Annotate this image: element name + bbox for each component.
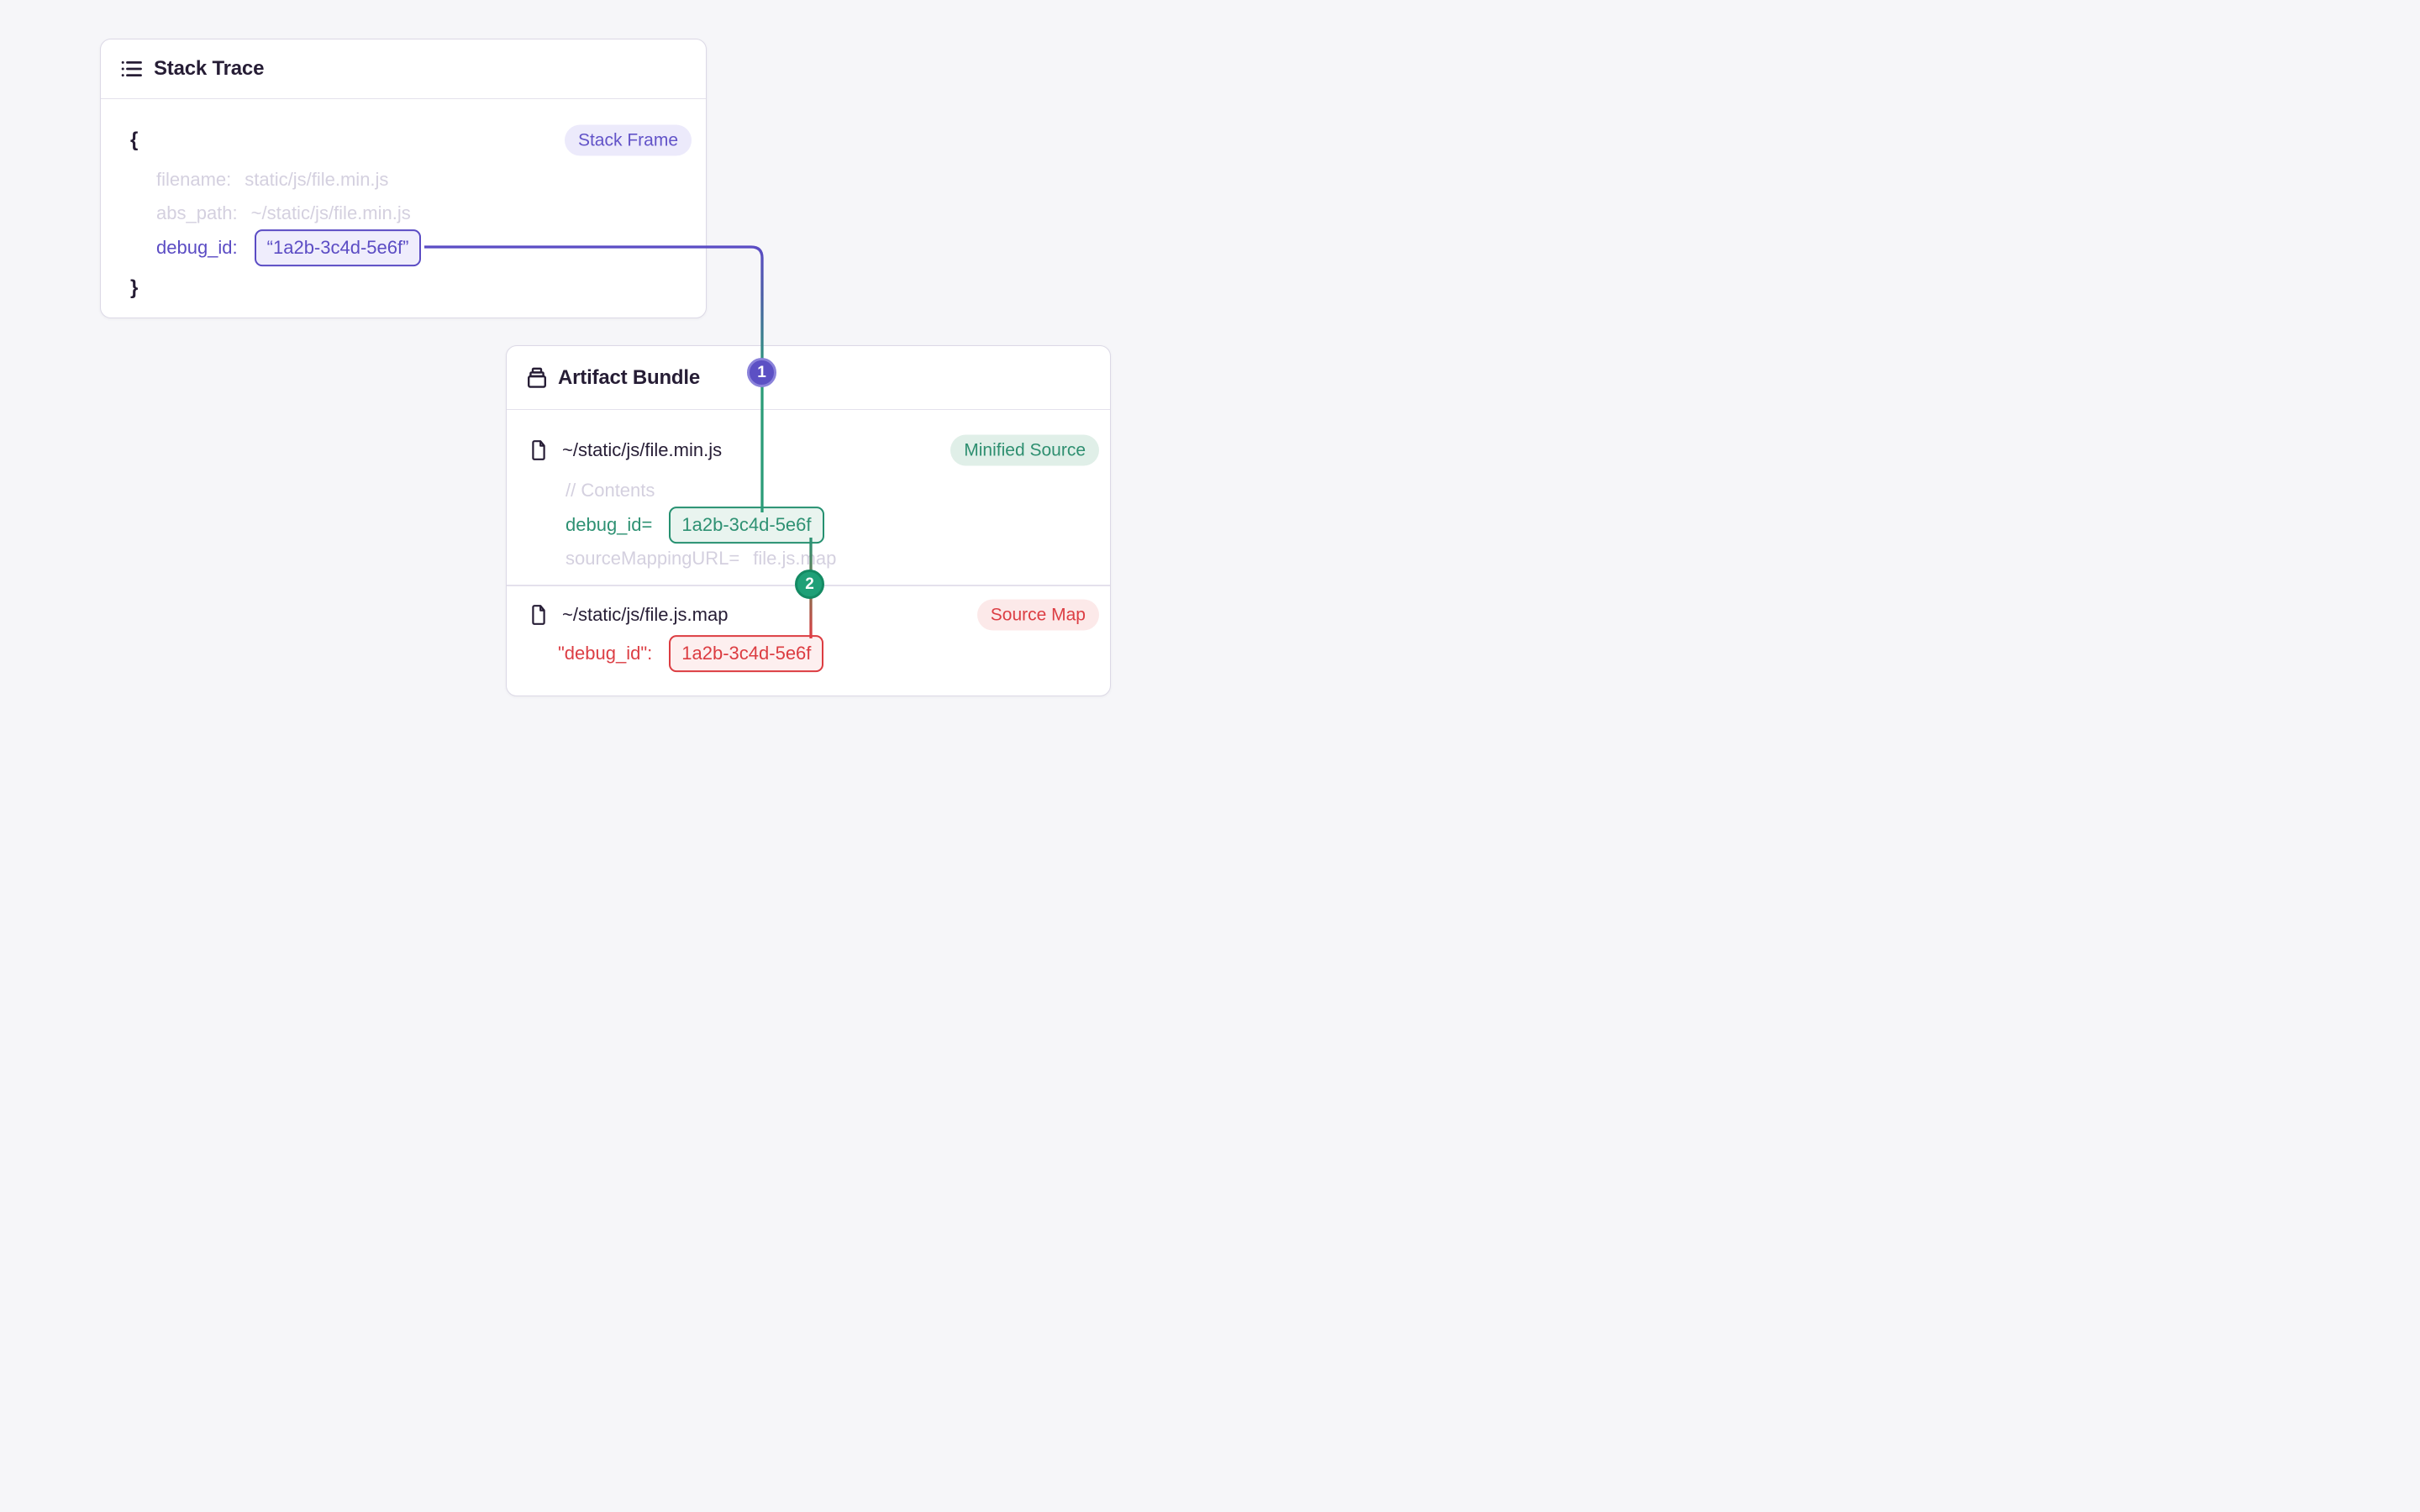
stack-trace-title: Stack Trace xyxy=(154,57,265,80)
abs-path-value: ~/static/js/file.min.js xyxy=(250,202,411,223)
step-marker-2: 2 xyxy=(795,570,824,599)
minified-source-badge: Minified Source xyxy=(950,434,1099,466)
stack-trace-header: Stack Trace xyxy=(101,39,706,99)
list-icon xyxy=(121,60,142,77)
artifact-bundle-title: Artifact Bundle xyxy=(558,365,701,389)
filename-row: filename: static/js/file.min.js xyxy=(156,169,388,191)
source-map-file-name: ~/static/js/file.js.map xyxy=(562,604,729,625)
stack-debug-id-row: debug_id: “1a2b-3c4d-5e6f” xyxy=(156,229,422,266)
contents-comment: // Contents xyxy=(566,480,655,501)
minified-file-name: ~/static/js/file.min.js xyxy=(562,439,723,460)
map-debug-id-row: "debug_id": 1a2b-3c4d-5e6f xyxy=(558,635,824,672)
bundle-debug-id-row: debug_id= 1a2b-3c4d-5e6f xyxy=(566,507,824,543)
bundle-debug-id-value-box: 1a2b-3c4d-5e6f xyxy=(669,507,824,543)
map-debug-id-value-box: 1a2b-3c4d-5e6f xyxy=(669,635,824,672)
source-mapping-value: file.js.map xyxy=(753,548,837,569)
source-map-badge: Source Map xyxy=(976,599,1099,631)
artifact-bundle-card: Artifact Bundle ~/static/js/file.min.js … xyxy=(506,345,1111,696)
stack-debug-id-key: debug_id: xyxy=(156,237,238,258)
stack-debug-id-value-box: “1a2b-3c4d-5e6f” xyxy=(254,229,422,266)
diagram-canvas: Stack Trace { Stack Frame filename: stat… xyxy=(0,0,1210,756)
step-marker-1: 1 xyxy=(747,358,776,387)
abs-path-row: abs_path: ~/static/js/file.min.js xyxy=(156,202,411,224)
source-mapping-key: sourceMappingURL= xyxy=(566,548,740,569)
filename-key: filename: xyxy=(156,169,232,190)
open-brace: { xyxy=(130,129,139,151)
file-icon xyxy=(532,440,545,460)
source-mapping-row: sourceMappingURL= file.js.map xyxy=(566,548,836,570)
archive-icon xyxy=(528,367,547,388)
source-map-file-row: ~/static/js/file.js.map xyxy=(530,604,728,626)
artifact-bundle-header: Artifact Bundle xyxy=(507,346,1110,410)
filename-value: static/js/file.min.js xyxy=(245,169,389,190)
file-icon xyxy=(532,605,545,625)
minified-file-row: ~/static/js/file.min.js xyxy=(530,439,722,461)
close-brace: } xyxy=(130,276,139,299)
stack-frame-badge: Stack Frame xyxy=(564,124,692,156)
bundle-debug-id-key: debug_id= xyxy=(566,514,653,535)
abs-path-key: abs_path: xyxy=(156,202,238,223)
stack-trace-card: Stack Trace { Stack Frame filename: stat… xyxy=(100,39,707,318)
map-debug-id-key: "debug_id": xyxy=(558,643,653,664)
